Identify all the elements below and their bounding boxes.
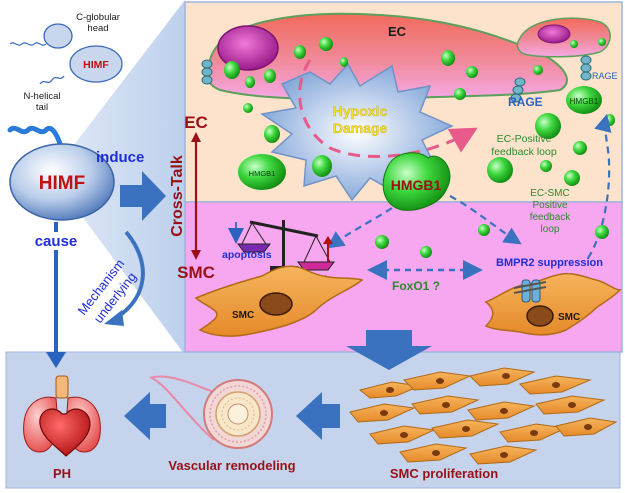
hypoxic-damage-line-1: Hypoxic xyxy=(333,103,388,119)
foxo1-label: FoxO1 ? xyxy=(392,279,440,293)
smc-proliferation-label: SMC proliferation xyxy=(390,466,498,481)
ec-smc-loop-line-3: feedback xyxy=(530,212,572,223)
apoptosis-label: apoptosis xyxy=(222,249,272,261)
smc-cell-right xyxy=(484,272,622,336)
cause-arrowhead xyxy=(46,352,66,368)
smc-cell-left-label: SMC xyxy=(232,310,254,321)
ec-positive-loop-line-1: EC-Positive xyxy=(497,133,552,145)
ec-nucleus xyxy=(217,25,279,71)
proliferation-to-remodeling-arrow xyxy=(296,392,340,440)
hmgb1-to-smc-left-arrow xyxy=(326,207,393,249)
remodeling-to-ph-arrow xyxy=(124,392,166,440)
rage-receptor-left xyxy=(201,59,213,85)
cross-talk-ec-label: EC xyxy=(184,113,208,132)
induce-arrow xyxy=(120,171,166,221)
lungs-heart-icon xyxy=(23,375,101,457)
vascular-remodeling-label: Vascular remodeling xyxy=(168,458,295,473)
cause-label-bg xyxy=(26,232,86,250)
c-globular-line-2: head xyxy=(87,23,108,34)
bmpr2-receptor-2 xyxy=(531,279,541,303)
hmgb1-droplet-center xyxy=(382,152,451,211)
rage-label-right: RAGE xyxy=(592,71,618,81)
ec-smc-loop-line-4: loop xyxy=(541,224,560,235)
himf-small-label: HIMF xyxy=(83,59,109,71)
hypoxic-damage-line-2: Damage xyxy=(333,120,388,136)
n-helical-line-1: N-helical xyxy=(24,91,61,102)
autophagy-up-arrowhead xyxy=(323,236,333,244)
himf-main-label: HIMF xyxy=(39,173,85,194)
smc-cell-right-label: SMC xyxy=(558,312,580,323)
himf-structure-icon xyxy=(9,23,123,85)
cross-talk-bottom-arrowhead xyxy=(191,250,201,260)
ec-cell-label: EC xyxy=(388,24,407,39)
induce-label: induce xyxy=(96,149,144,166)
ph-label: PH xyxy=(53,466,71,481)
himf-main-node xyxy=(9,143,115,221)
to-remodeling-arrow xyxy=(346,330,432,370)
mechanism-arrowhead xyxy=(104,310,124,326)
hmgb1-droplet-right xyxy=(566,86,602,114)
rage-receptor-center xyxy=(510,77,526,103)
focus-funnel xyxy=(70,0,185,355)
rage-receptor-right xyxy=(580,55,592,81)
cause-label: cause xyxy=(35,233,78,250)
hmgb1-droplets-ec xyxy=(224,37,615,186)
smc-right-nucleus xyxy=(526,305,554,327)
smc-left-nucleus xyxy=(259,292,293,316)
hmgb1-droplet-left xyxy=(238,154,286,190)
cross-talk-smc-label: SMC xyxy=(177,263,215,282)
n-helical-line-2: tail xyxy=(36,102,48,113)
hmgb1-label-center: HMGB1 xyxy=(391,177,442,193)
ec-positive-loop-arrow xyxy=(298,59,478,158)
cross-talk-top-arrowhead xyxy=(191,132,201,142)
hmgb1-to-smc-right-arrow xyxy=(449,195,522,245)
ec-smc-loop-line-1: EC-SMC xyxy=(530,188,569,199)
himf-helix-icon xyxy=(7,125,65,153)
mechanism-curve xyxy=(114,230,145,320)
hmgb1-droplets-smc xyxy=(375,224,609,258)
c-globular-line-1: C-globular xyxy=(76,12,120,23)
smc-cell-left xyxy=(194,265,364,337)
bmpr2-label: BMPR2 suppression xyxy=(496,257,603,269)
ec-smc-loop-line-2: Positive xyxy=(532,200,567,211)
smc-proliferation-nuclei xyxy=(380,373,592,458)
small-endothelial-cell xyxy=(516,17,611,58)
rage-label-center: RAGE xyxy=(508,95,543,109)
hmgb1-label-right: HMGB1 xyxy=(570,97,599,106)
cross-talk-label: Cross-Talk xyxy=(169,155,186,237)
ec-positive-loop-line-2: feedback loop xyxy=(491,146,557,158)
hmgb1-label-left: HMGB1 xyxy=(249,169,276,178)
vessel-cross-section-icon xyxy=(149,375,273,449)
